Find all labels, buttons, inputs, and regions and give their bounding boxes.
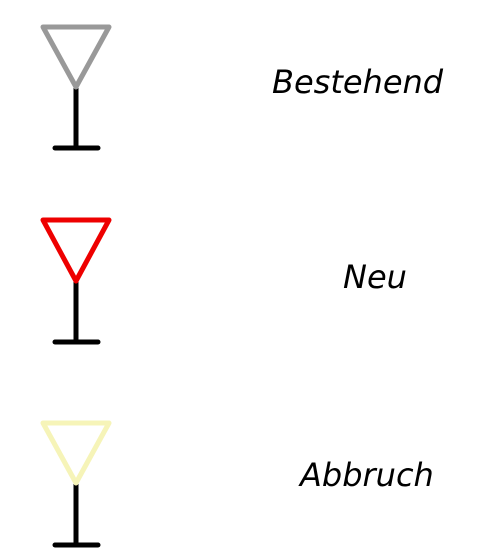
antenna-mast-icon — [40, 217, 112, 345]
legend-label-new: Neu — [343, 258, 407, 296]
antenna-mast-icon — [40, 420, 112, 548]
legend-label-demolition: Abbruch — [300, 456, 434, 494]
antenna-mast-icon — [40, 24, 112, 151]
legend-item-existing: Bestehend — [0, 0, 504, 151]
legend-item-new: Neu — [0, 0, 504, 345]
legend-label-existing: Bestehend — [272, 63, 444, 101]
